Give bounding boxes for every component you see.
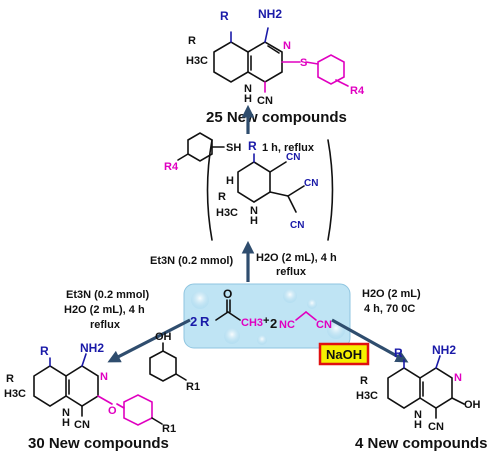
reactant-ch3-label: CH3 xyxy=(241,317,263,329)
left-cn-label: CN xyxy=(74,419,90,431)
reactant-coef2: 2 xyxy=(270,316,277,331)
left-n-label: N xyxy=(100,371,108,383)
intermediate-h3c-label: H3C xyxy=(216,207,238,219)
intermediate-cn1-label: CN xyxy=(286,152,300,163)
top-r2-label: R xyxy=(188,35,196,47)
right-h3c-label: H3C xyxy=(356,390,378,402)
left-r1-label: R1 xyxy=(162,423,176,435)
left-h3c-label: H3C xyxy=(4,388,26,400)
phenol-r1-label: R1 xyxy=(186,381,200,393)
top-h3c-label: H3C xyxy=(186,55,208,67)
top-r4-label: R4 xyxy=(350,85,365,97)
naoh-label: NaOH xyxy=(326,347,362,362)
top-r-label: R xyxy=(220,9,229,23)
reactant-nc-label: NC xyxy=(279,319,295,331)
top-compound-count: 25 New compounds xyxy=(206,109,347,126)
intermediate-cn2-label: CN xyxy=(304,178,318,189)
right-oh-label: OH xyxy=(464,399,481,411)
right-conditions-2: 4 h, 70 0C xyxy=(364,303,415,315)
top-n-label: N xyxy=(283,40,291,52)
intermediate-r-label: R xyxy=(248,139,257,153)
phenol-oh-label: OH xyxy=(155,331,172,343)
left-nh2-label: NH2 xyxy=(80,341,104,355)
left-r-label: R xyxy=(40,344,49,358)
reactant-o-label: O xyxy=(223,287,232,301)
thiol-sh-label: SH xyxy=(226,142,241,154)
reactant-r-label: R xyxy=(200,314,210,329)
reactant-plus: + xyxy=(263,315,269,327)
right-r2-label: R xyxy=(360,375,368,387)
reactants-box: O 2 R CH3 + 2 NC CN xyxy=(183,283,351,349)
top-cn-label: CN xyxy=(257,95,273,107)
arrow-to-left-product xyxy=(107,318,191,363)
thiol-reagent-structure: R4 SH xyxy=(164,132,241,173)
reactant-cn-label: CN xyxy=(316,319,332,331)
left-compound-count: 30 New compounds xyxy=(28,435,169,452)
intermediate-h-label: H xyxy=(226,175,234,187)
naoh-catalyst-badge: NaOH xyxy=(318,342,370,366)
top-nh2-label: NH2 xyxy=(258,7,282,21)
left-conditions-2: H2O (2 mL), 4 h xyxy=(64,304,145,316)
right-cn-label: CN xyxy=(428,421,444,433)
thiol-r4-label: R4 xyxy=(164,161,179,173)
intermediate-step-conditions-1: H2O (2 mL), 4 h xyxy=(256,252,337,264)
right-n-label: N xyxy=(454,372,462,384)
top-s-label: S xyxy=(300,57,307,69)
intermediate-r2-label: R xyxy=(218,191,226,203)
left-o-label: O xyxy=(108,405,117,417)
right-nh2-label: NH2 xyxy=(432,343,456,357)
intermediate-step-base: Et3N (0.2 mmol) xyxy=(150,255,233,267)
thiol-step-conditions: 1 h, reflux xyxy=(262,142,315,154)
phenol-reagent-structure: OH R1 xyxy=(149,331,200,393)
right-compound-count: 4 New compounds xyxy=(355,435,488,452)
right-conditions-1: H2O (2 mL) xyxy=(362,288,421,300)
right-r-label: R xyxy=(394,346,403,360)
left-conditions-3: reflux xyxy=(90,319,121,331)
left-conditions-1: Et3N (0.2 mmol) xyxy=(66,289,149,301)
intermediate-cn3-label: CN xyxy=(290,220,304,231)
arrow-to-right-product xyxy=(331,318,409,363)
intermediate-step-conditions-2: reflux xyxy=(276,266,307,278)
left-r2-label: R xyxy=(6,373,14,385)
reactant-coef1: 2 xyxy=(190,314,197,329)
